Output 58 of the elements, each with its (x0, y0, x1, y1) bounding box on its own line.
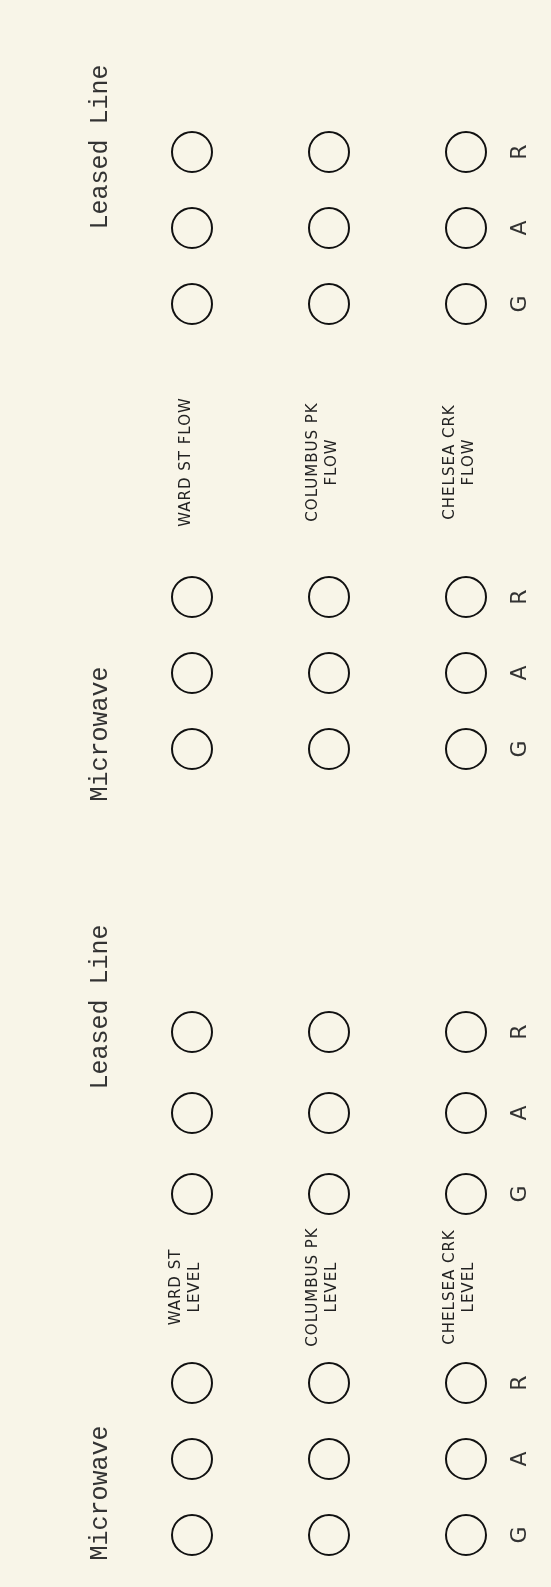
indicator-lamp (307, 1091, 351, 1135)
indicator-lamp (307, 1437, 351, 1481)
column-heading: Microwave (85, 1425, 115, 1561)
indicator-lamp (170, 727, 214, 771)
indicator-lamp (170, 575, 214, 619)
column-heading: Microwave (85, 666, 115, 802)
row-label: COLUMBUS PK LEVEL (303, 1226, 341, 1349)
indicator-lamp (170, 651, 214, 695)
indicator-lamp (170, 282, 214, 326)
indicator-lamp (444, 727, 488, 771)
indicator-lamp (170, 1361, 214, 1405)
indicator-lamp (307, 1513, 351, 1557)
row-label: CHELSEA CRK FLOW (440, 403, 478, 522)
indicator-lamp (444, 206, 488, 250)
indicator-lamp (307, 1010, 351, 1054)
lamp-letter: A (505, 1105, 531, 1121)
indicator-lamp (444, 1437, 488, 1481)
lamp-letter: R (505, 144, 531, 160)
indicator-lamp (307, 575, 351, 619)
indicator-lamp (307, 727, 351, 771)
row-label: COLUMBUS PK FLOW (303, 401, 341, 524)
indicator-lamp (170, 1513, 214, 1557)
lamp-letter: R (505, 1375, 531, 1391)
indicator-lamp (444, 1010, 488, 1054)
indicator-lamp (444, 282, 488, 326)
lamp-letter: A (505, 220, 531, 236)
indicator-lamp (307, 1361, 351, 1405)
indicator-lamp (444, 1361, 488, 1405)
indicator-lamp (170, 130, 214, 174)
row-label: WARD ST FLOW (175, 397, 195, 527)
lamp-letter: A (505, 1451, 531, 1467)
lamp-letter: R (505, 589, 531, 605)
indicator-lamp (170, 1172, 214, 1216)
lamp-letter: A (505, 665, 531, 681)
indicator-lamp (307, 282, 351, 326)
indicator-lamp (170, 1010, 214, 1054)
row-label: CHELSEA CRK LEVEL (440, 1228, 478, 1347)
indicator-lamp (444, 651, 488, 695)
indicator-lamp (170, 1437, 214, 1481)
indicator-lamp (170, 206, 214, 250)
indicator-lamp (170, 1091, 214, 1135)
column-heading: Leased Line (85, 924, 115, 1090)
indicator-lamp (444, 575, 488, 619)
indicator-lamp (307, 1172, 351, 1216)
indicator-lamp (444, 1172, 488, 1216)
lamp-letter: R (505, 1024, 531, 1040)
lamp-letter: G (505, 1526, 531, 1544)
lamp-letter: G (505, 1185, 531, 1203)
indicator-lamp (307, 651, 351, 695)
indicator-lamp (307, 130, 351, 174)
indicator-lamp (307, 206, 351, 250)
row-label: WARD ST LEVEL (166, 1247, 204, 1328)
column-heading: Leased Line (85, 64, 115, 230)
indicator-lamp (444, 1513, 488, 1557)
lamp-letter: G (505, 295, 531, 313)
indicator-lamp (444, 1091, 488, 1135)
lamp-letter: G (505, 740, 531, 758)
indicator-lamp (444, 130, 488, 174)
